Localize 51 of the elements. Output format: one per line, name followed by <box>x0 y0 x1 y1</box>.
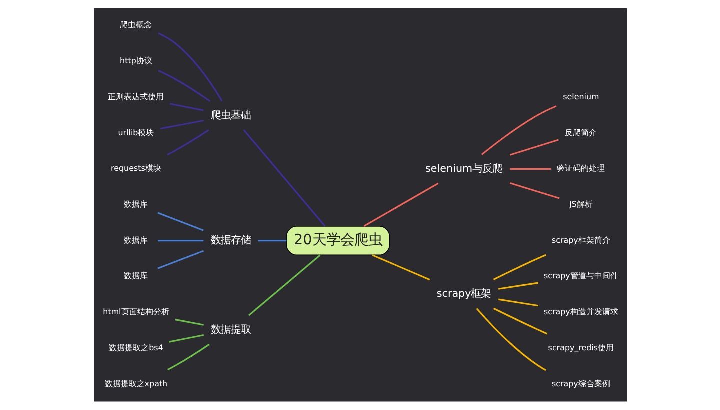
connector <box>167 344 210 371</box>
node-text: scrapy构造并发请求 <box>543 308 618 317</box>
connector <box>498 282 538 290</box>
connector <box>157 240 204 242</box>
node-text: 反爬简介 <box>564 128 597 138</box>
connector <box>166 130 209 156</box>
node-text: urllib模块 <box>118 128 154 138</box>
node-text: 验证码的处理 <box>556 164 605 174</box>
connector <box>498 298 538 307</box>
connector <box>510 168 551 170</box>
connector <box>372 254 430 281</box>
connector <box>492 254 546 280</box>
connector <box>509 182 560 200</box>
node-box: 20天学会爬虫 <box>286 226 390 256</box>
node-text: 数据库 <box>124 272 148 281</box>
connector <box>248 254 320 316</box>
connector <box>242 130 326 227</box>
node-text: 数据存储 <box>210 234 251 247</box>
connector <box>480 106 556 156</box>
connector <box>509 139 558 156</box>
node-text: http协议 <box>120 56 152 66</box>
node-text: scrapy_redis使用 <box>548 343 614 352</box>
node-text: html页面结构分析 <box>102 308 169 317</box>
connector <box>258 240 286 242</box>
node-text: scrapy框架 <box>436 288 491 300</box>
node-text: 数据提取 <box>210 324 251 336</box>
connector <box>157 212 204 232</box>
node-text: scrapy综合案例 <box>551 379 610 388</box>
connector <box>158 70 210 102</box>
node-text: 正则表达式使用 <box>108 92 164 102</box>
node-text: requests模块 <box>110 164 161 174</box>
connector <box>158 32 222 102</box>
connector <box>174 319 204 326</box>
node-text: selenium与反爬 <box>425 162 502 175</box>
connector <box>170 103 204 112</box>
node-text: scrapy框架简介 <box>551 236 610 245</box>
node-text: 爬虫概念 <box>120 20 152 30</box>
connector <box>492 308 548 335</box>
node-text: scrapy管道与中间件 <box>543 272 618 281</box>
node-text: JS解析 <box>568 200 592 209</box>
connector <box>160 120 204 130</box>
node-text: selenium <box>562 92 599 102</box>
connector <box>363 182 438 228</box>
node-text: 数据库 <box>124 200 148 209</box>
node-text: 数据提取之xpath <box>104 379 168 388</box>
connector <box>476 308 546 372</box>
node-text: 数据库 <box>124 236 148 245</box>
node-text: 爬虫基础 <box>210 109 251 122</box>
connector <box>168 334 204 343</box>
connector <box>157 250 204 270</box>
node-text: 数据提取之bs4 <box>108 343 163 352</box>
